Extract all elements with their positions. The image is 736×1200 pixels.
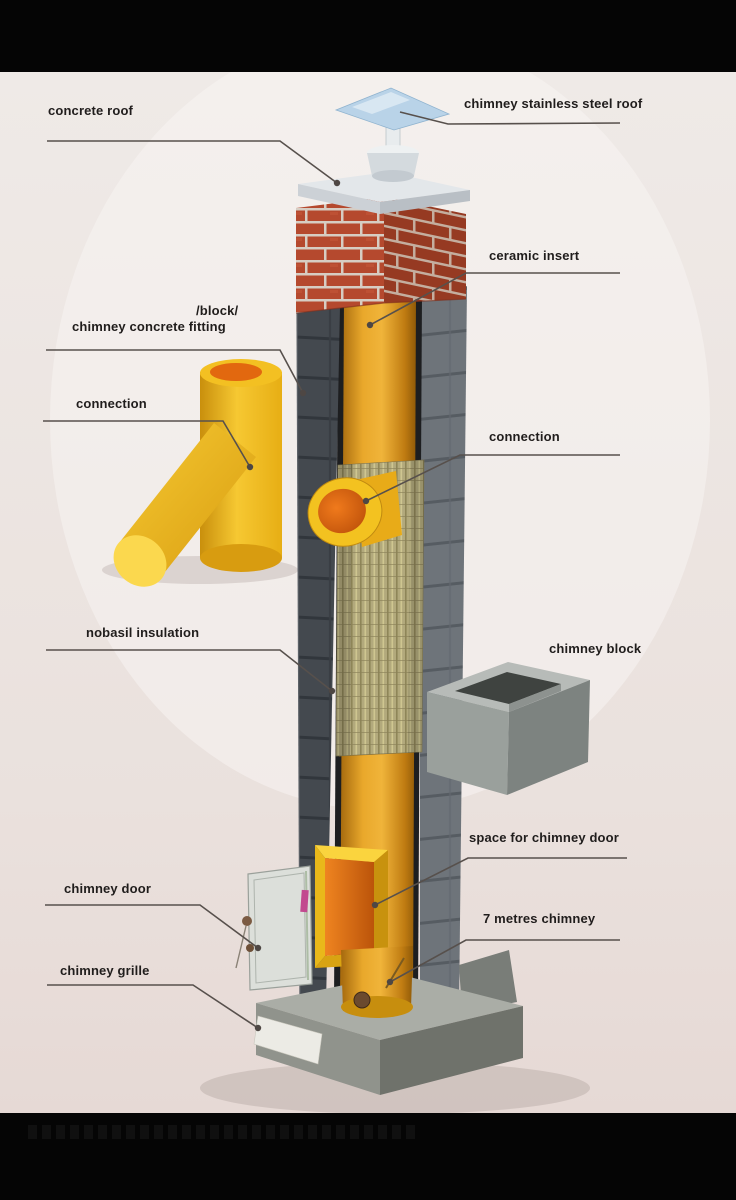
t-fitting-top-opening — [210, 363, 262, 381]
label-nobasil-insulation: nobasil insulation — [86, 625, 200, 640]
block-front-face — [427, 692, 509, 795]
leader-steel-roof — [399, 111, 621, 125]
leader-nobasil — [46, 649, 333, 692]
leader-lines — [43, 111, 627, 1029]
flue-base-section — [341, 946, 413, 1018]
label-space-for-chimney-door: space for chimney door — [469, 830, 619, 845]
condensate-drain — [353, 991, 371, 1009]
leader-dot — [362, 497, 370, 505]
stub-opening — [318, 488, 366, 534]
label-block-fitting-line2: chimney concrete fitting — [72, 319, 226, 334]
t-fitting-bottom — [200, 544, 282, 572]
label-connection-left: connection — [76, 396, 147, 411]
label-block-fitting-line1: /block/ — [196, 303, 239, 318]
label-chimney-door: chimney door — [64, 881, 152, 896]
leader-dot — [246, 463, 254, 471]
label-steel-roof: chimney stainless steel roof — [464, 96, 643, 111]
block-hole — [455, 672, 561, 704]
crown-top-face — [298, 172, 470, 202]
door-hinge-knob — [242, 916, 252, 926]
column-right-face — [420, 286, 467, 1013]
cap-collar-body — [367, 153, 419, 176]
brick-front-face — [296, 197, 384, 313]
chimney-door-panel — [235, 865, 313, 991]
leader-dot — [254, 944, 262, 952]
chimney-block-unit — [427, 662, 590, 795]
crown-front-face — [298, 184, 380, 214]
leader-dot — [299, 389, 307, 397]
door-opening-frame-left — [315, 845, 325, 968]
concrete-crown — [298, 172, 470, 214]
leader-dots — [246, 179, 394, 1032]
leader-block-fitting — [46, 349, 304, 394]
t-fitting-branch-end — [113, 535, 167, 587]
brick-right-face — [384, 197, 466, 303]
grille-plate — [253, 1015, 323, 1065]
leader-dot — [254, 1024, 262, 1032]
door-panel — [247, 865, 313, 991]
door-opening-back — [325, 858, 374, 956]
crown-right-face — [380, 190, 470, 214]
leader-connection-left — [43, 420, 251, 468]
door-hinge-knob — [246, 944, 254, 952]
leader-space-door — [374, 857, 627, 906]
block-right-face — [507, 680, 590, 795]
cap-roof-glint — [352, 92, 410, 114]
leader-chimney-door — [45, 904, 259, 949]
label-concrete-roof: concrete roof — [48, 103, 134, 118]
leader-seven-metres — [389, 939, 620, 983]
leader-dot — [333, 179, 341, 187]
leader-dot — [328, 687, 336, 695]
t-fitting-branch — [119, 423, 256, 577]
cap-roof-pyramid — [334, 87, 451, 131]
door-opening-frame-top — [315, 845, 388, 862]
bottom-bar-artifact — [28, 1125, 418, 1139]
door-wire — [235, 925, 247, 969]
bottom-letterbox-bar — [0, 1113, 736, 1200]
leader-concrete-roof — [47, 140, 338, 184]
leader-grille — [47, 984, 259, 1029]
leader-dot — [371, 901, 379, 909]
flue-foot-ring — [341, 996, 413, 1018]
leader-connection-right — [365, 454, 620, 502]
brick-bottom-edge — [295, 298, 467, 314]
label-chimney-grille: chimney grille — [60, 963, 150, 978]
door-opening-frame-right — [374, 850, 388, 964]
label-seven-metres-chimney: 7 metres chimney — [483, 911, 596, 926]
block-hole-inner-wall — [509, 684, 561, 712]
insulation-right-shade — [408, 460, 424, 753]
base-right-face — [380, 1006, 523, 1095]
door-right-strip — [305, 870, 309, 981]
steel-roof-cap — [334, 87, 451, 182]
leader-ceramic-insert — [369, 272, 620, 326]
leader-dot — [366, 321, 374, 329]
label-connection-right: connection — [489, 429, 560, 444]
t-fitting — [113, 359, 282, 587]
label-ceramic-insert: ceramic insert — [489, 248, 580, 263]
top-letterbox-bar — [0, 0, 736, 72]
brick-stack — [295, 197, 467, 314]
base-pedestal — [253, 950, 523, 1095]
door-latch — [300, 889, 309, 913]
label-chimney-block: chimney block — [549, 641, 642, 656]
cap-collar-base — [372, 170, 414, 182]
leader-dot — [386, 978, 394, 986]
